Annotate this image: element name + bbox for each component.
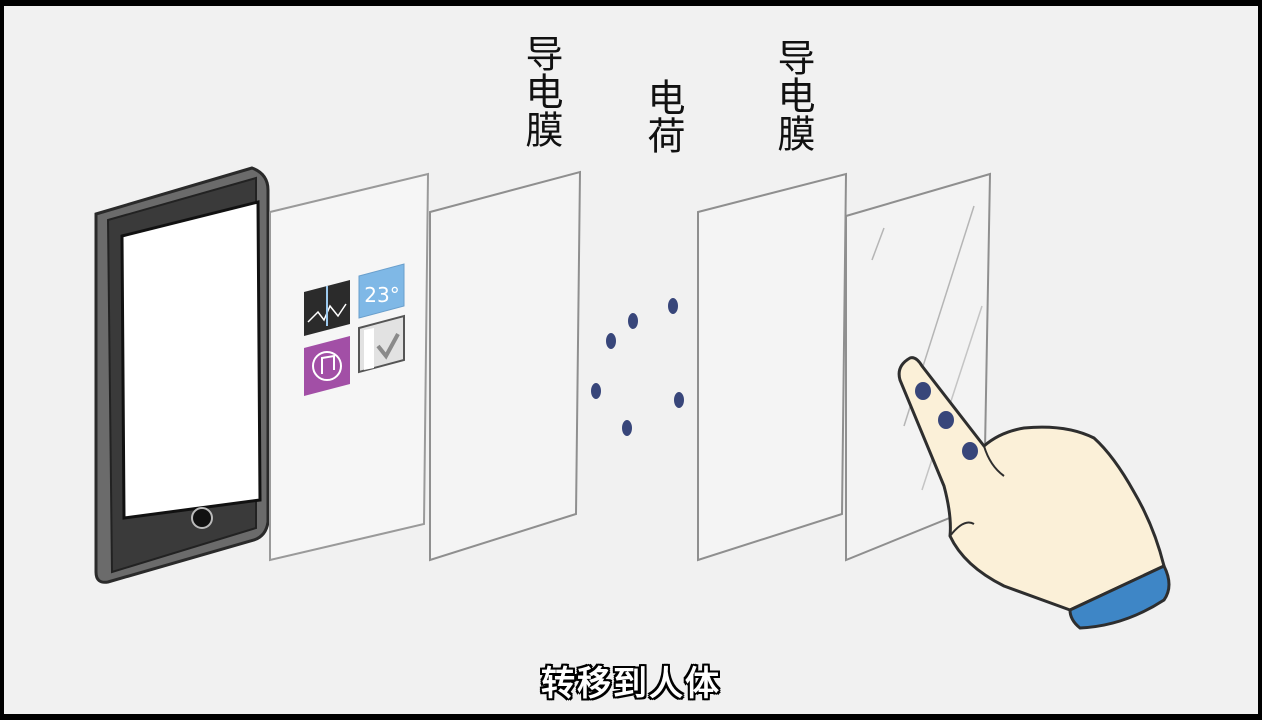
smartphone — [94, 166, 270, 584]
weather-temperature: 23° — [364, 283, 399, 307]
charge-dot — [668, 298, 678, 314]
charge-dot — [591, 383, 601, 399]
home-button-icon — [191, 507, 213, 529]
sleeve-cuff — [1068, 564, 1171, 630]
charge-dot — [606, 333, 616, 349]
illustration-canvas: 23° — [4, 6, 1258, 714]
label-conductive-film-left: 导电膜 — [519, 34, 563, 148]
charge-dot — [938, 411, 954, 429]
conductive-film-1 — [429, 170, 582, 562]
checkmark-icon — [376, 333, 400, 360]
check-tile — [358, 314, 405, 374]
chart-tile — [304, 280, 350, 336]
label-charge: 电荷 — [641, 78, 685, 154]
conductive-film-2 — [697, 172, 848, 562]
touchscreen-layers-illustration: 23° — [94, 166, 1171, 630]
charge-dots — [591, 298, 684, 436]
finger-hand — [897, 356, 1171, 630]
display-layer: 23° — [269, 172, 430, 562]
weather-tile: 23° — [358, 263, 405, 319]
charge-dot — [628, 313, 638, 329]
label-conductive-film-right: 导电膜 — [771, 38, 815, 152]
music-tile — [304, 336, 350, 396]
music-note-icon — [321, 354, 335, 374]
charge-dot — [915, 382, 931, 400]
charge-dot — [674, 392, 684, 408]
phone-screen — [120, 200, 262, 520]
subtitle-caption: 转移到人体 — [541, 664, 721, 704]
charge-dot — [622, 420, 632, 436]
charge-dot — [962, 442, 978, 460]
